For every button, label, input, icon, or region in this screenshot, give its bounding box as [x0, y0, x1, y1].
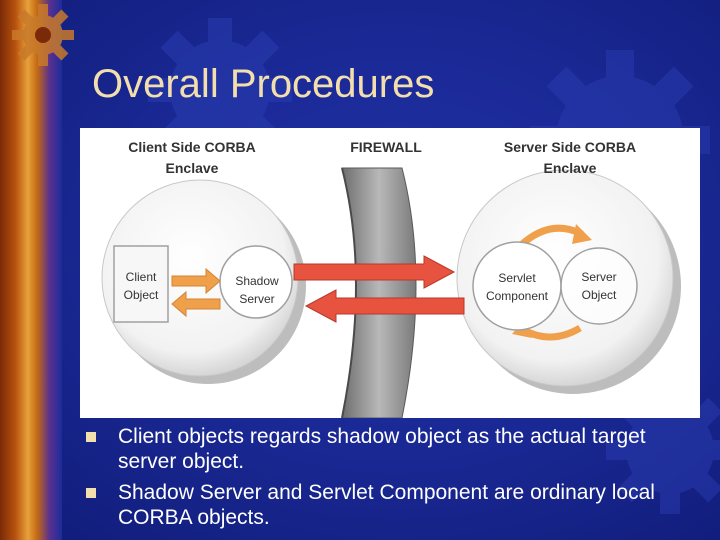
client-enclave-title-1: Client Side CORBA — [128, 139, 256, 155]
slide-title: Overall Procedures — [92, 62, 435, 106]
bullet-item: Client objects regards shadow object as … — [86, 424, 706, 474]
shadow-server-label-1: Shadow — [235, 274, 279, 288]
servlet-component-label-2: Component — [486, 289, 549, 303]
bullet-text: Shadow Server and Servlet Component are … — [118, 481, 655, 529]
bullet-marker-icon — [86, 488, 96, 498]
diagram-canvas: Client Object Shadow Server Servlet Comp… — [101, 139, 681, 419]
architecture-diagram: Client Object Shadow Server Servlet Comp… — [80, 128, 700, 419]
bullet-item: Shadow Server and Servlet Component are … — [86, 480, 706, 530]
client-object-box — [113, 245, 169, 323]
shadow-server-label-2: Server — [239, 292, 274, 306]
firewall-title: FIREWALL — [350, 139, 422, 155]
bullet-marker-icon — [86, 432, 96, 442]
servlet-to-shadow-arrow — [304, 289, 465, 323]
server-object-label-2: Object — [582, 288, 617, 302]
servlet-component-label-1: Servlet — [498, 271, 536, 285]
client-object-label-1: Client — [126, 270, 157, 284]
firewall-wall-edge — [341, 167, 357, 419]
shadow-to-servlet-arrow — [293, 255, 456, 289]
firewall-wall — [341, 167, 417, 419]
bullet-text: Client objects regards shadow object as … — [118, 425, 646, 473]
client-enclave-title-2: Enclave — [166, 160, 219, 176]
shadow-server-circle — [219, 245, 293, 319]
gear-icon — [148, 18, 292, 162]
gear-icon — [12, 4, 74, 66]
gear-icon — [606, 386, 720, 514]
bullet-list: Client objects regards shadow object as … — [86, 424, 706, 536]
shadow-to-client-arrow — [171, 290, 221, 318]
server-object-label-1: Server — [581, 270, 616, 284]
client-to-shadow-arrow — [171, 267, 221, 295]
server-enclave-title-1: Server Side CORBA — [504, 139, 636, 155]
decorative-side-stripe — [0, 0, 62, 540]
server-object-circle — [560, 247, 638, 325]
upper-cycle-arrowhead — [572, 224, 592, 244]
servlet-component-circle — [472, 241, 562, 331]
client-object-label-2: Object — [124, 288, 159, 302]
server-enclave-title-2: Enclave — [544, 160, 597, 176]
